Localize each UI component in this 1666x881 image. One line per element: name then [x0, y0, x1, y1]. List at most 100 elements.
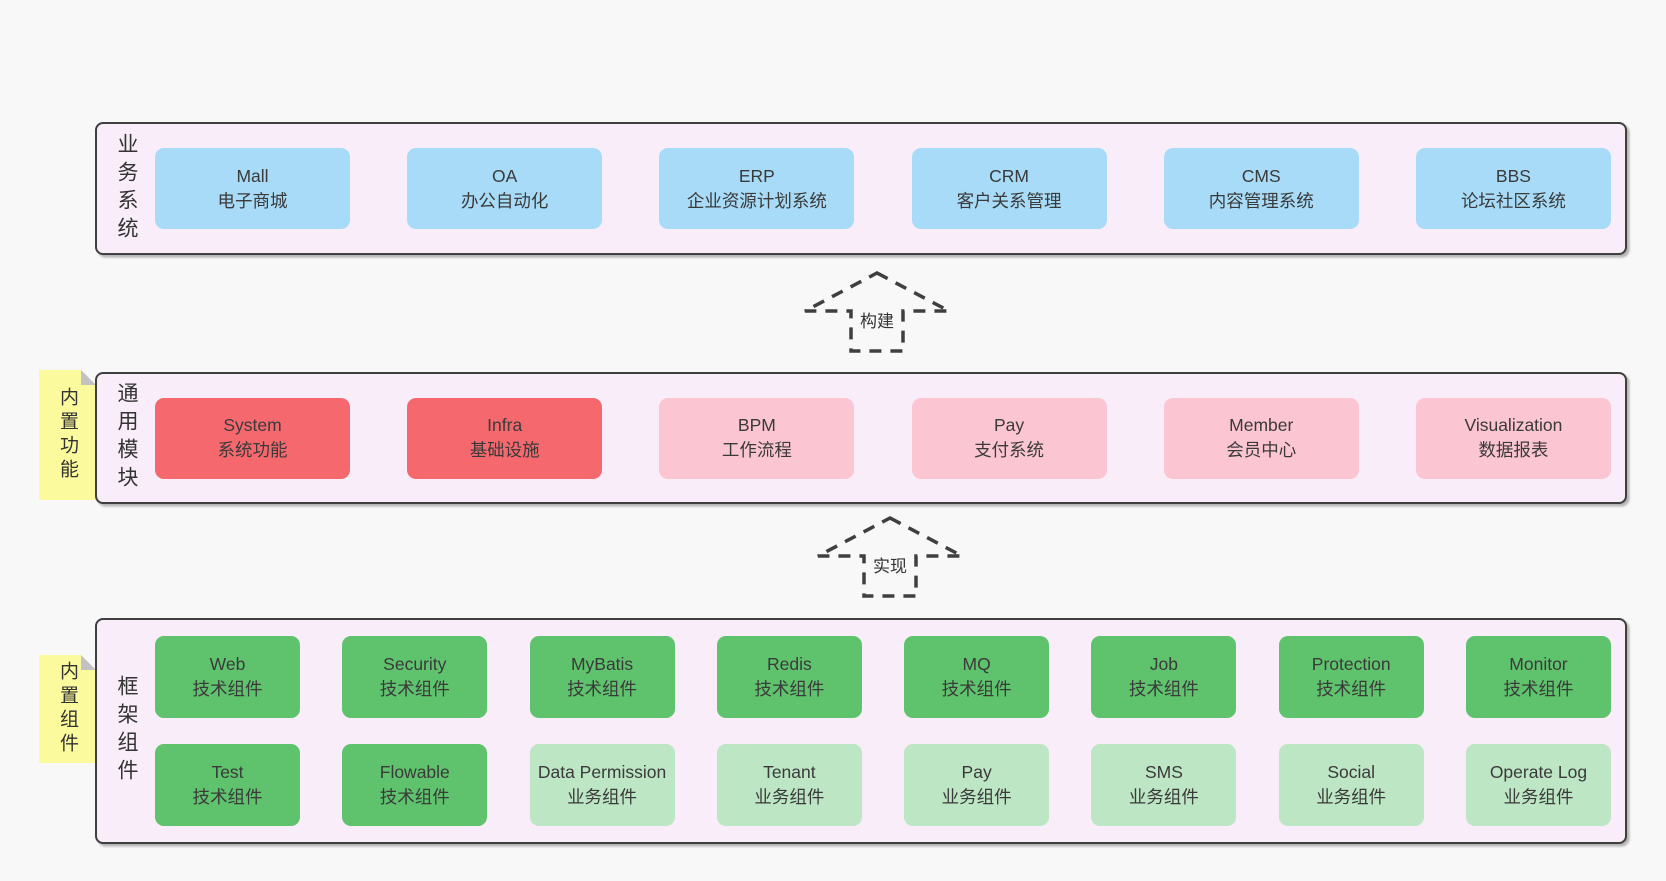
- arrow-build-label: 构建: [856, 310, 898, 333]
- arrow-implement-label: 实现: [869, 555, 911, 578]
- box-subtitle: 技术组件: [941, 679, 1012, 699]
- sticky-note-builtin-components: 内置组件: [39, 655, 96, 763]
- box-mybatis: MyBatis 技术组件: [529, 636, 675, 718]
- box-tenant: Tenant 业务组件: [716, 744, 862, 826]
- box-subtitle: 论坛社区系统: [1460, 190, 1566, 211]
- box-social: Social 业务组件: [1278, 744, 1424, 826]
- box-subtitle: 业务组件: [1128, 787, 1199, 807]
- box-infra: Infra 基础设施: [407, 397, 603, 479]
- box-redis: Redis 技术组件: [716, 636, 862, 718]
- box-subtitle: 技术组件: [192, 679, 263, 699]
- box-title: BPM: [737, 415, 776, 435]
- box-title: Data Permission: [537, 762, 667, 782]
- box-subtitle: 系统功能: [217, 440, 288, 460]
- box-subtitle: 业务组件: [1316, 787, 1387, 807]
- box-pay: Pay 业务组件: [904, 744, 1050, 826]
- box-subtitle: 内容管理系统: [1208, 190, 1314, 211]
- box-cms: CMS 内容管理系统: [1163, 148, 1359, 229]
- box-operate-log: Operate Log 业务组件: [1465, 744, 1611, 826]
- box-title: Infra: [487, 415, 523, 435]
- sticky-note-label: 内置功能: [57, 387, 78, 483]
- box-member: Member 会员中心: [1163, 397, 1359, 479]
- box-subtitle: 业务组件: [754, 787, 825, 807]
- box-subtitle: 技术组件: [379, 679, 450, 699]
- box-title: System: [223, 415, 282, 435]
- box-subtitle: 支付系统: [974, 440, 1045, 460]
- band-components-label: 框架组件: [115, 675, 138, 787]
- box-oa: OA 办公自动化: [407, 148, 603, 229]
- box-title: Flowable: [379, 762, 450, 782]
- box-subtitle: 技术组件: [192, 787, 263, 807]
- box-title: Security: [383, 654, 447, 674]
- box-title: OA: [492, 165, 518, 186]
- box-title: Job: [1149, 654, 1179, 674]
- folded-corner-icon: [81, 655, 96, 670]
- box-title: Pay: [961, 762, 992, 782]
- arrow-build: 构建: [802, 270, 952, 354]
- box-web: Web 技术组件: [155, 636, 300, 718]
- arrow-up-icon: [817, 516, 963, 598]
- box-subtitle: 技术组件: [1316, 679, 1387, 699]
- box-subtitle: 技术组件: [754, 679, 825, 699]
- box-title: Mall: [236, 165, 269, 186]
- box-title: Protection: [1311, 654, 1391, 674]
- box-title: Member: [1229, 415, 1294, 435]
- box-bpm: BPM 工作流程: [659, 397, 855, 479]
- box-title: BBS: [1495, 165, 1531, 186]
- box-subtitle: 技术组件: [1503, 679, 1574, 699]
- box-subtitle: 业务组件: [941, 787, 1012, 807]
- box-title: SMS: [1144, 762, 1183, 782]
- box-title: Test: [211, 762, 244, 782]
- box-subtitle: 技术组件: [567, 679, 638, 699]
- box-subtitle: 办公自动化: [460, 190, 549, 211]
- box-mq: MQ 技术组件: [904, 636, 1050, 718]
- box-mall: Mall 电子商城: [155, 148, 350, 229]
- box-title: ERP: [738, 165, 775, 186]
- folded-corner-icon: [81, 370, 96, 385]
- box-subtitle: 业务组件: [1503, 787, 1574, 807]
- box-title: Monitor: [1509, 654, 1568, 674]
- box-subtitle: 客户关系管理: [956, 190, 1062, 211]
- band-modules-label: 通用模块: [115, 382, 138, 494]
- box-visualization: Visualization 数据报表: [1415, 397, 1611, 479]
- box-subtitle: 电子商城: [217, 190, 288, 211]
- box-title: MQ: [962, 654, 991, 674]
- box-subtitle: 数据报表: [1478, 440, 1549, 460]
- box-title: Web: [209, 654, 246, 674]
- box-title: Redis: [766, 654, 812, 674]
- box-job: Job 技术组件: [1091, 636, 1237, 718]
- band-business-label: 业务系统: [115, 132, 138, 245]
- box-subtitle: 工作流程: [721, 440, 792, 460]
- box-crm: CRM 客户关系管理: [911, 148, 1107, 229]
- box-title: MyBatis: [570, 654, 634, 674]
- box-system: System 系统功能: [155, 397, 350, 479]
- box-title: Visualization: [1464, 415, 1563, 435]
- arrow-implement: 实现: [815, 515, 965, 599]
- box-title: Social: [1327, 762, 1376, 782]
- box-title: Tenant: [763, 762, 816, 782]
- box-test: Test 技术组件: [155, 744, 300, 826]
- box-subtitle: 技术组件: [1128, 679, 1199, 699]
- box-title: CRM: [989, 165, 1029, 186]
- box-monitor: Monitor 技术组件: [1465, 636, 1611, 718]
- box-bbs: BBS 论坛社区系统: [1415, 148, 1611, 229]
- box-title: Operate Log: [1489, 762, 1588, 782]
- box-sms: SMS 业务组件: [1091, 744, 1237, 826]
- box-title: CMS: [1241, 165, 1281, 186]
- box-subtitle: 会员中心: [1226, 440, 1297, 460]
- sticky-note-label: 内置组件: [57, 661, 78, 757]
- box-subtitle: 基础设施: [469, 440, 540, 460]
- sticky-note-builtin-features: 内置功能: [39, 370, 96, 500]
